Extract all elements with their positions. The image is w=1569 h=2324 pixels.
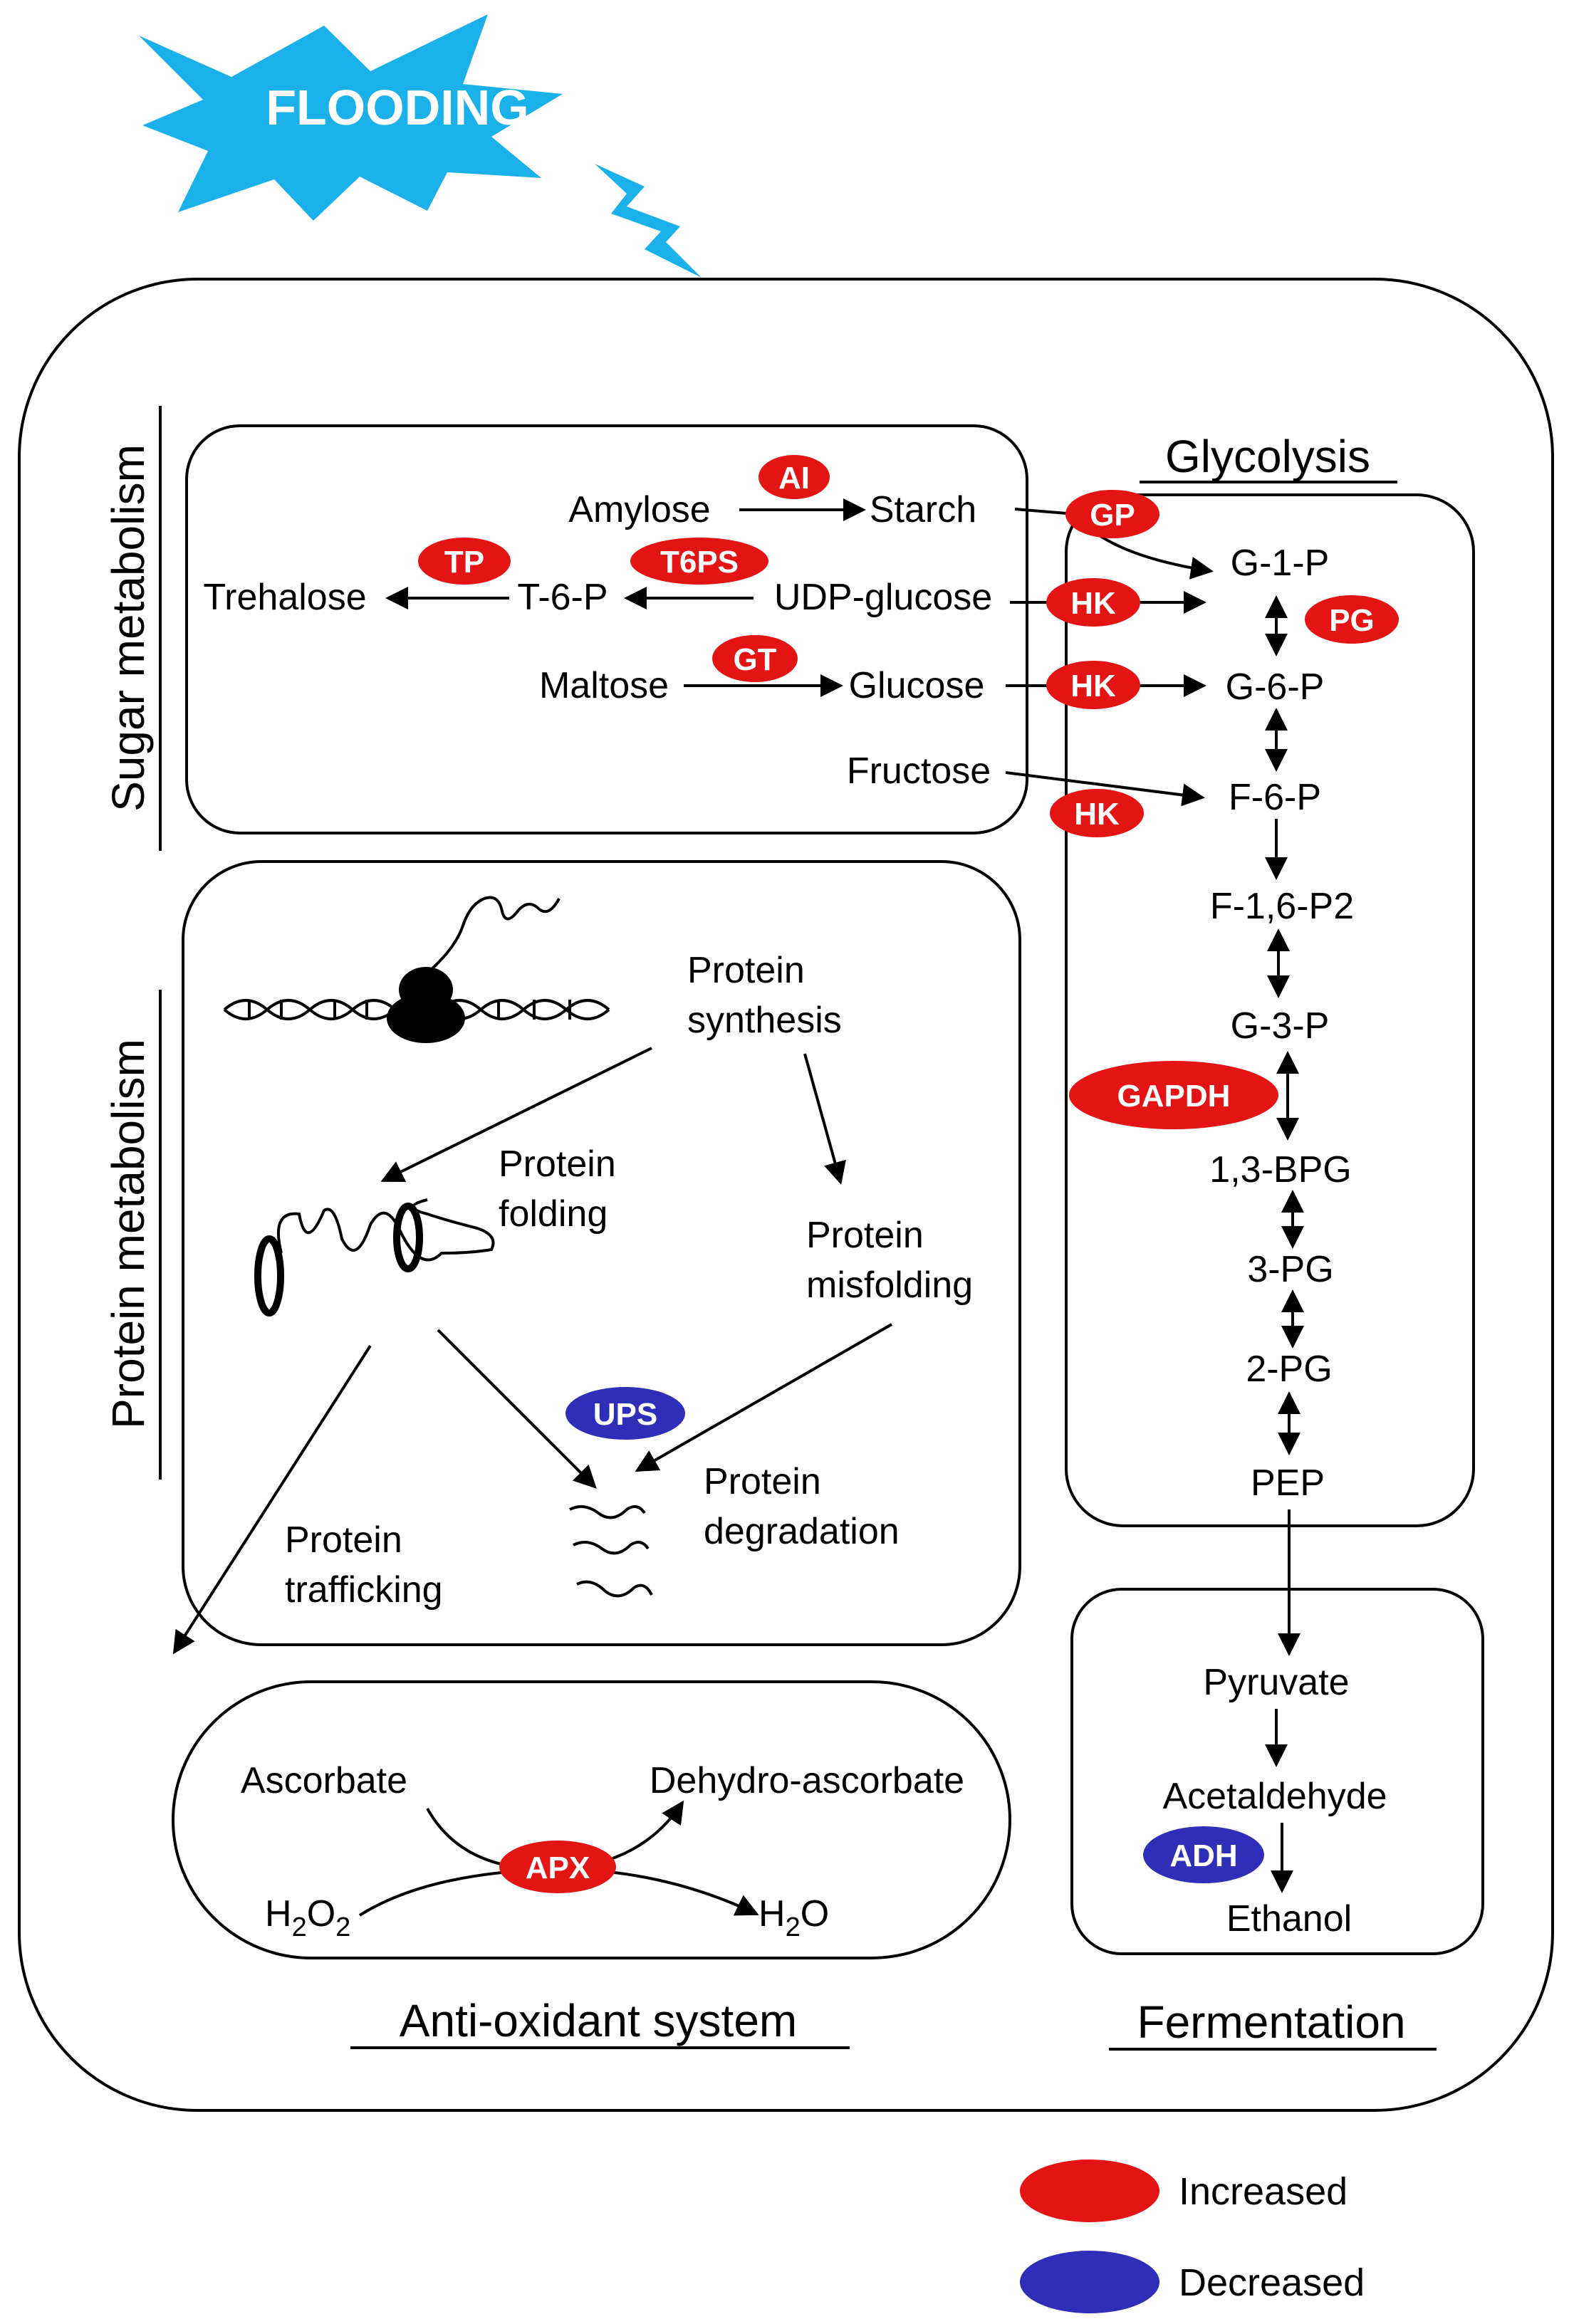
g3p-label: G-3-P [1231,1005,1330,1047]
legend: Increased Decreased [1020,2160,1365,2313]
g1p-label: G-1-P [1231,543,1330,584]
pep-label: PEP [1251,1462,1325,1504]
enzyme-hk-udp: HK [1046,578,1140,627]
cell-outline [18,278,1554,2112]
flooding-label: FLOODING [266,80,528,135]
protein-folding-label-2: folding [499,1193,608,1235]
enzyme-tp: TP [418,538,511,585]
dehydroascorbate-label: Dehydro-ascorbate [650,1760,964,1801]
folding-to-degradation-arrow [437,1329,597,1489]
enzyme-hk-udp-label: HK [1070,586,1116,621]
misfolding-to-degradation-arrow [635,1323,892,1472]
trehalose-label: Trehalose [203,577,366,618]
amylose-label: Amylose [568,489,710,530]
protein-synthesis-label-1: Protein [687,950,805,991]
protein-folding-label-1: Protein [499,1143,616,1185]
fermentation-box [1070,1588,1484,1955]
enzyme-adh-label: ADH [1169,1838,1237,1873]
acetaldehyde-label: Acetaldehyde [1162,1776,1387,1817]
lightning-bolt-icon [595,164,702,278]
protein-trafficking-label-2: trafficking [285,1569,443,1611]
protein-misfolding-label-1: Protein [806,1215,924,1256]
enzyme-apx-label: APX [526,1851,590,1885]
flooding-burst: FLOODING [139,14,702,278]
h2o-label: H2O [759,1893,829,1942]
g6p-label: G-6-P [1226,666,1325,708]
enzyme-ups: UPS [565,1387,685,1440]
enzyme-tp-label: TP [444,545,484,580]
enzyme-hk-fructose-label: HK [1074,797,1120,832]
fermentation-section-title: Fermentation [1137,1996,1405,2048]
protein-box [182,860,1021,1646]
bpg13-label: 1,3-BPG [1209,1149,1351,1190]
protein-degradation-label-2: degradation [704,1511,900,1552]
starch-label: Starch [870,489,976,530]
enzyme-ai: AI [759,455,830,499]
pyruvate-label: Pyruvate [1203,1662,1349,1703]
degraded-protein-icon [569,1505,653,1598]
glycolysis-box [1065,493,1475,1527]
legend-increased-swatch [1020,2160,1159,2222]
enzyme-gp-label: GP [1090,498,1135,533]
folding-to-trafficking-arrow [172,1344,372,1655]
enzyme-pg-label: PG [1329,603,1375,638]
enzyme-gapdh: GAPDH [1069,1061,1278,1129]
legend-decreased-label: Decreased [1179,2261,1365,2304]
ascorbate-label: Ascorbate [241,1760,407,1801]
enzyme-gt-label: GT [733,642,776,677]
udp-glucose-label: UDP-glucose [774,577,992,618]
f6p-label: F-6-P [1229,777,1321,818]
protein-misfolding-label-2: misfolding [806,1265,973,1306]
enzyme-gp: GP [1065,490,1159,538]
enzyme-hk-glucose: HK [1046,661,1140,709]
legend-decreased-swatch [1020,2251,1159,2313]
synthesis-to-folding-arrow [380,1047,652,1182]
glycolysis-section-title: Glycolysis [1165,431,1370,482]
glucose-label: Glucose [849,665,985,706]
protein-section-title: Protein metabolism [103,1039,154,1429]
f16p2-label: F-1,6-P2 [1210,886,1354,927]
protein-folding-icon [254,1198,495,1317]
protein-degradation-label-1: Protein [704,1461,821,1502]
t6p-label: T-6-P [517,577,608,618]
legend-increased-label: Increased [1179,2170,1348,2213]
enzyme-gt: GT [712,635,798,682]
fructose-to-f6p-arrow [1005,771,1205,807]
protein-synthesis-label-2: synthesis [687,1000,842,1041]
h2o2-label: H2O2 [265,1893,350,1942]
enzyme-ai-label: AI [778,461,810,496]
enzyme-t6ps-label: T6PS [660,545,739,580]
enzyme-hk-fructose: HK [1050,789,1144,837]
enzyme-ups-label: UPS [593,1397,657,1432]
maltose-label: Maltose [539,665,669,706]
ethanol-label: Ethanol [1226,1898,1352,1940]
pg3-label: 3-PG [1247,1249,1333,1290]
protein-trafficking-label-1: Protein [285,1519,402,1561]
enzyme-pg: PG [1305,595,1399,644]
enzyme-t6ps: T6PS [630,538,768,585]
enzyme-adh: ADH [1143,1826,1264,1883]
sugar-section-title: Sugar metabolism [103,444,154,812]
ribosome-dna-icon [223,896,610,1043]
enzyme-apx: APX [499,1841,616,1893]
pg2-label: 2-PG [1246,1349,1332,1390]
enzyme-hk-glucose-label: HK [1070,669,1116,703]
enzyme-gapdh-label: GAPDH [1117,1079,1231,1114]
flooding-star-shape [139,14,563,221]
antioxidant-box [172,1680,1011,1959]
synthesis-to-misfolding-arrow [803,1053,846,1185]
antioxidant-section-title: Anti-oxidant system [400,1995,797,2046]
sugar-box [185,424,1028,834]
fructose-label: Fructose [847,750,991,792]
